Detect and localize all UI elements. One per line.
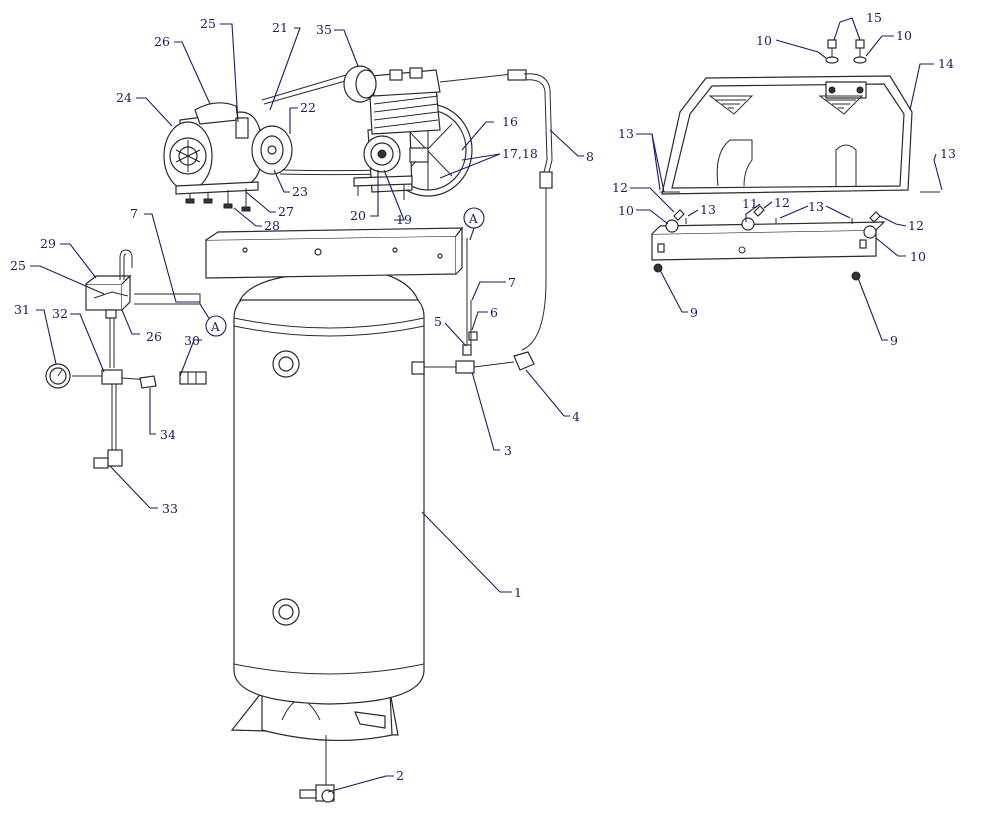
callout-16: 16 xyxy=(502,114,518,129)
callout-12-left: 12 xyxy=(612,180,628,195)
callout-4: 4 xyxy=(572,409,580,424)
callout-9-right: 9 xyxy=(890,333,898,348)
callout-30: 30 xyxy=(184,333,200,348)
callout-13-guard-left: 13 xyxy=(618,126,634,141)
motor-pulley xyxy=(251,125,293,175)
callout-21: 21 xyxy=(272,20,288,35)
callout-13-guard-right: 13 xyxy=(940,146,956,161)
leader-lines xyxy=(30,17,943,793)
connector-markers: A A xyxy=(205,207,485,337)
pump-platform xyxy=(205,226,464,279)
callout-12-right: 12 xyxy=(908,218,924,233)
belt-guard xyxy=(661,39,913,195)
callout-9-left: 9 xyxy=(690,305,698,320)
callout-32: 32 xyxy=(52,306,68,321)
callout-31: 31 xyxy=(14,302,30,317)
callout-8: 8 xyxy=(586,149,594,164)
callout-5: 5 xyxy=(434,314,442,329)
callout-26-switch: 26 xyxy=(146,329,162,344)
callout-35: 35 xyxy=(316,22,332,37)
callout-10-guard-right: 10 xyxy=(896,28,912,43)
callout-13-bracket-mid: 13 xyxy=(808,199,824,214)
callout-13-bracket-left: 13 xyxy=(700,202,716,217)
callout-26-motor: 26 xyxy=(154,34,170,49)
callout-3: 3 xyxy=(504,443,512,458)
callout-33: 33 xyxy=(162,501,178,516)
drain-valve xyxy=(299,735,335,803)
callout-15: 15 xyxy=(866,10,882,25)
guard-bracket xyxy=(651,191,940,281)
callout-numbers: 1 2 3 4 5 6 7 8 9 9 10 10 10 10 11 12 12… xyxy=(10,10,956,783)
callout-24: 24 xyxy=(116,90,132,105)
callout-25-switch: 25 xyxy=(10,258,26,273)
check-valve-assembly xyxy=(424,238,515,374)
callout-10-bracket-right: 10 xyxy=(910,249,926,264)
callout-25-motor: 25 xyxy=(200,16,216,31)
connector-a-right: A xyxy=(468,212,478,226)
callout-1: 1 xyxy=(514,585,522,600)
callout-28: 28 xyxy=(264,218,280,233)
callout-10-guard-left: 10 xyxy=(756,33,772,48)
callout-29: 29 xyxy=(40,236,56,251)
connector-a-left: A xyxy=(210,320,220,334)
callout-7-left: 7 xyxy=(130,206,138,221)
callout-20: 20 xyxy=(350,208,366,223)
air-compressor-pump xyxy=(343,65,473,200)
callout-27: 27 xyxy=(278,204,294,219)
callout-34: 34 xyxy=(160,427,176,442)
air-tank xyxy=(230,273,425,742)
callout-17-18: 17,18 xyxy=(502,146,538,161)
callout-19: 19 xyxy=(396,212,412,227)
callout-7-right: 7 xyxy=(508,275,516,290)
callout-14: 14 xyxy=(938,56,954,71)
callout-10-bracket-left: 10 xyxy=(618,203,634,218)
callout-11: 11 xyxy=(742,196,758,211)
pressure-switch-manifold xyxy=(45,249,207,469)
callout-2: 2 xyxy=(396,768,404,783)
electric-motor xyxy=(163,102,263,212)
outlet-tube xyxy=(439,69,553,371)
callout-22: 22 xyxy=(300,100,316,115)
callout-6: 6 xyxy=(490,305,498,320)
callout-12-middle: 12 xyxy=(774,195,790,210)
callout-23: 23 xyxy=(292,184,308,199)
